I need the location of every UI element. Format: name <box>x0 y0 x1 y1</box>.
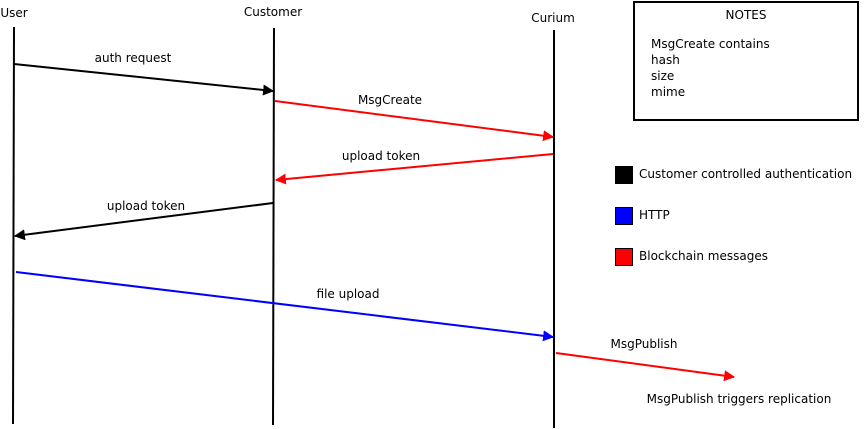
notes-box: NOTES MsgCreate contains hash size mime <box>633 1 859 121</box>
notes-line: size <box>651 69 675 83</box>
label-upload-token-1: upload token <box>342 149 420 163</box>
lifeline-label-user: User <box>0 6 27 20</box>
arrow-upload-token-to-user <box>13 202 274 241</box>
arrow-auth-request <box>13 63 275 96</box>
notes-line: MsgCreate contains <box>651 37 770 51</box>
legend-label: Customer controlled authentication <box>639 167 853 181</box>
arrow-file-upload <box>15 271 555 342</box>
legend-swatch-red <box>615 248 633 266</box>
label-msg-publish: MsgPublish <box>611 337 678 351</box>
lifeline-label-customer: Customer <box>244 5 302 19</box>
label-msg-create: MsgCreate <box>358 93 422 107</box>
legend-label: Blockchain messages <box>639 249 768 263</box>
label-auth-request: auth request <box>95 51 172 65</box>
notes-line: mime <box>651 85 686 99</box>
legend-swatch-black <box>615 166 633 184</box>
lifeline-user <box>12 26 15 425</box>
legend-swatch-blue <box>615 207 633 225</box>
outcome-note: MsgPublish triggers replication <box>647 392 832 406</box>
arrow-upload-token-to-customer <box>274 153 554 185</box>
arrow-msg-create <box>274 100 555 142</box>
notes-line: hash <box>651 53 680 67</box>
arrow-msg-publish <box>555 352 736 382</box>
lifeline-customer <box>272 27 275 426</box>
label-upload-token-2: upload token <box>107 199 185 213</box>
legend-label: HTTP <box>639 208 670 222</box>
notes-title: NOTES <box>725 8 767 22</box>
lifeline-label-curium: Curium <box>531 11 575 25</box>
notes-lines: MsgCreate contains hash size mime <box>651 36 770 100</box>
label-file-upload: file upload <box>317 287 380 301</box>
